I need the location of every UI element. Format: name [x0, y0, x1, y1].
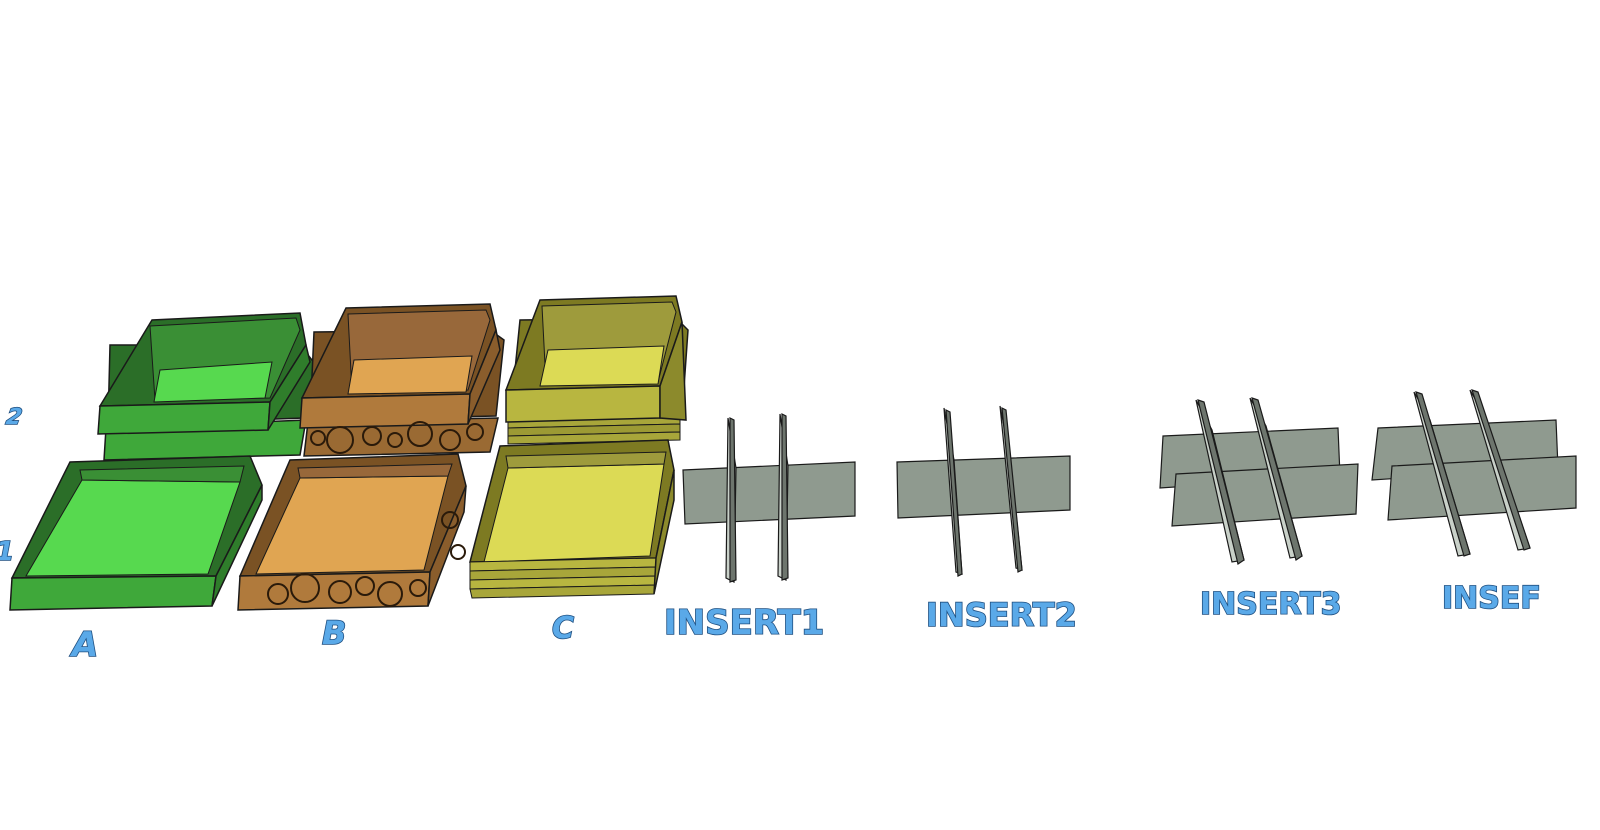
- insert-2: [896, 405, 1071, 577]
- label-insert4: INSEF: [1442, 581, 1541, 616]
- box-b-top: [299, 303, 505, 457]
- insert-3: [1159, 397, 1359, 565]
- label-insert1: INSERT1: [664, 603, 824, 643]
- label-insert2: INSERT2: [926, 596, 1077, 634]
- row-2-marker: 2: [4, 404, 24, 430]
- box-a-top: [97, 312, 321, 461]
- label-a: A: [69, 625, 98, 665]
- box-c-bottom: [469, 439, 675, 599]
- label-insert3: INSERT3: [1200, 587, 1341, 622]
- row-1-marker: 1: [0, 537, 14, 567]
- insert-4: [1371, 389, 1577, 557]
- box-c-top: [504, 295, 689, 445]
- insert-1: [682, 413, 856, 583]
- box-b-bottom: [237, 453, 467, 611]
- label-b: B: [322, 614, 346, 652]
- label-c: C: [552, 611, 574, 646]
- box-a-bottom: [9, 455, 263, 611]
